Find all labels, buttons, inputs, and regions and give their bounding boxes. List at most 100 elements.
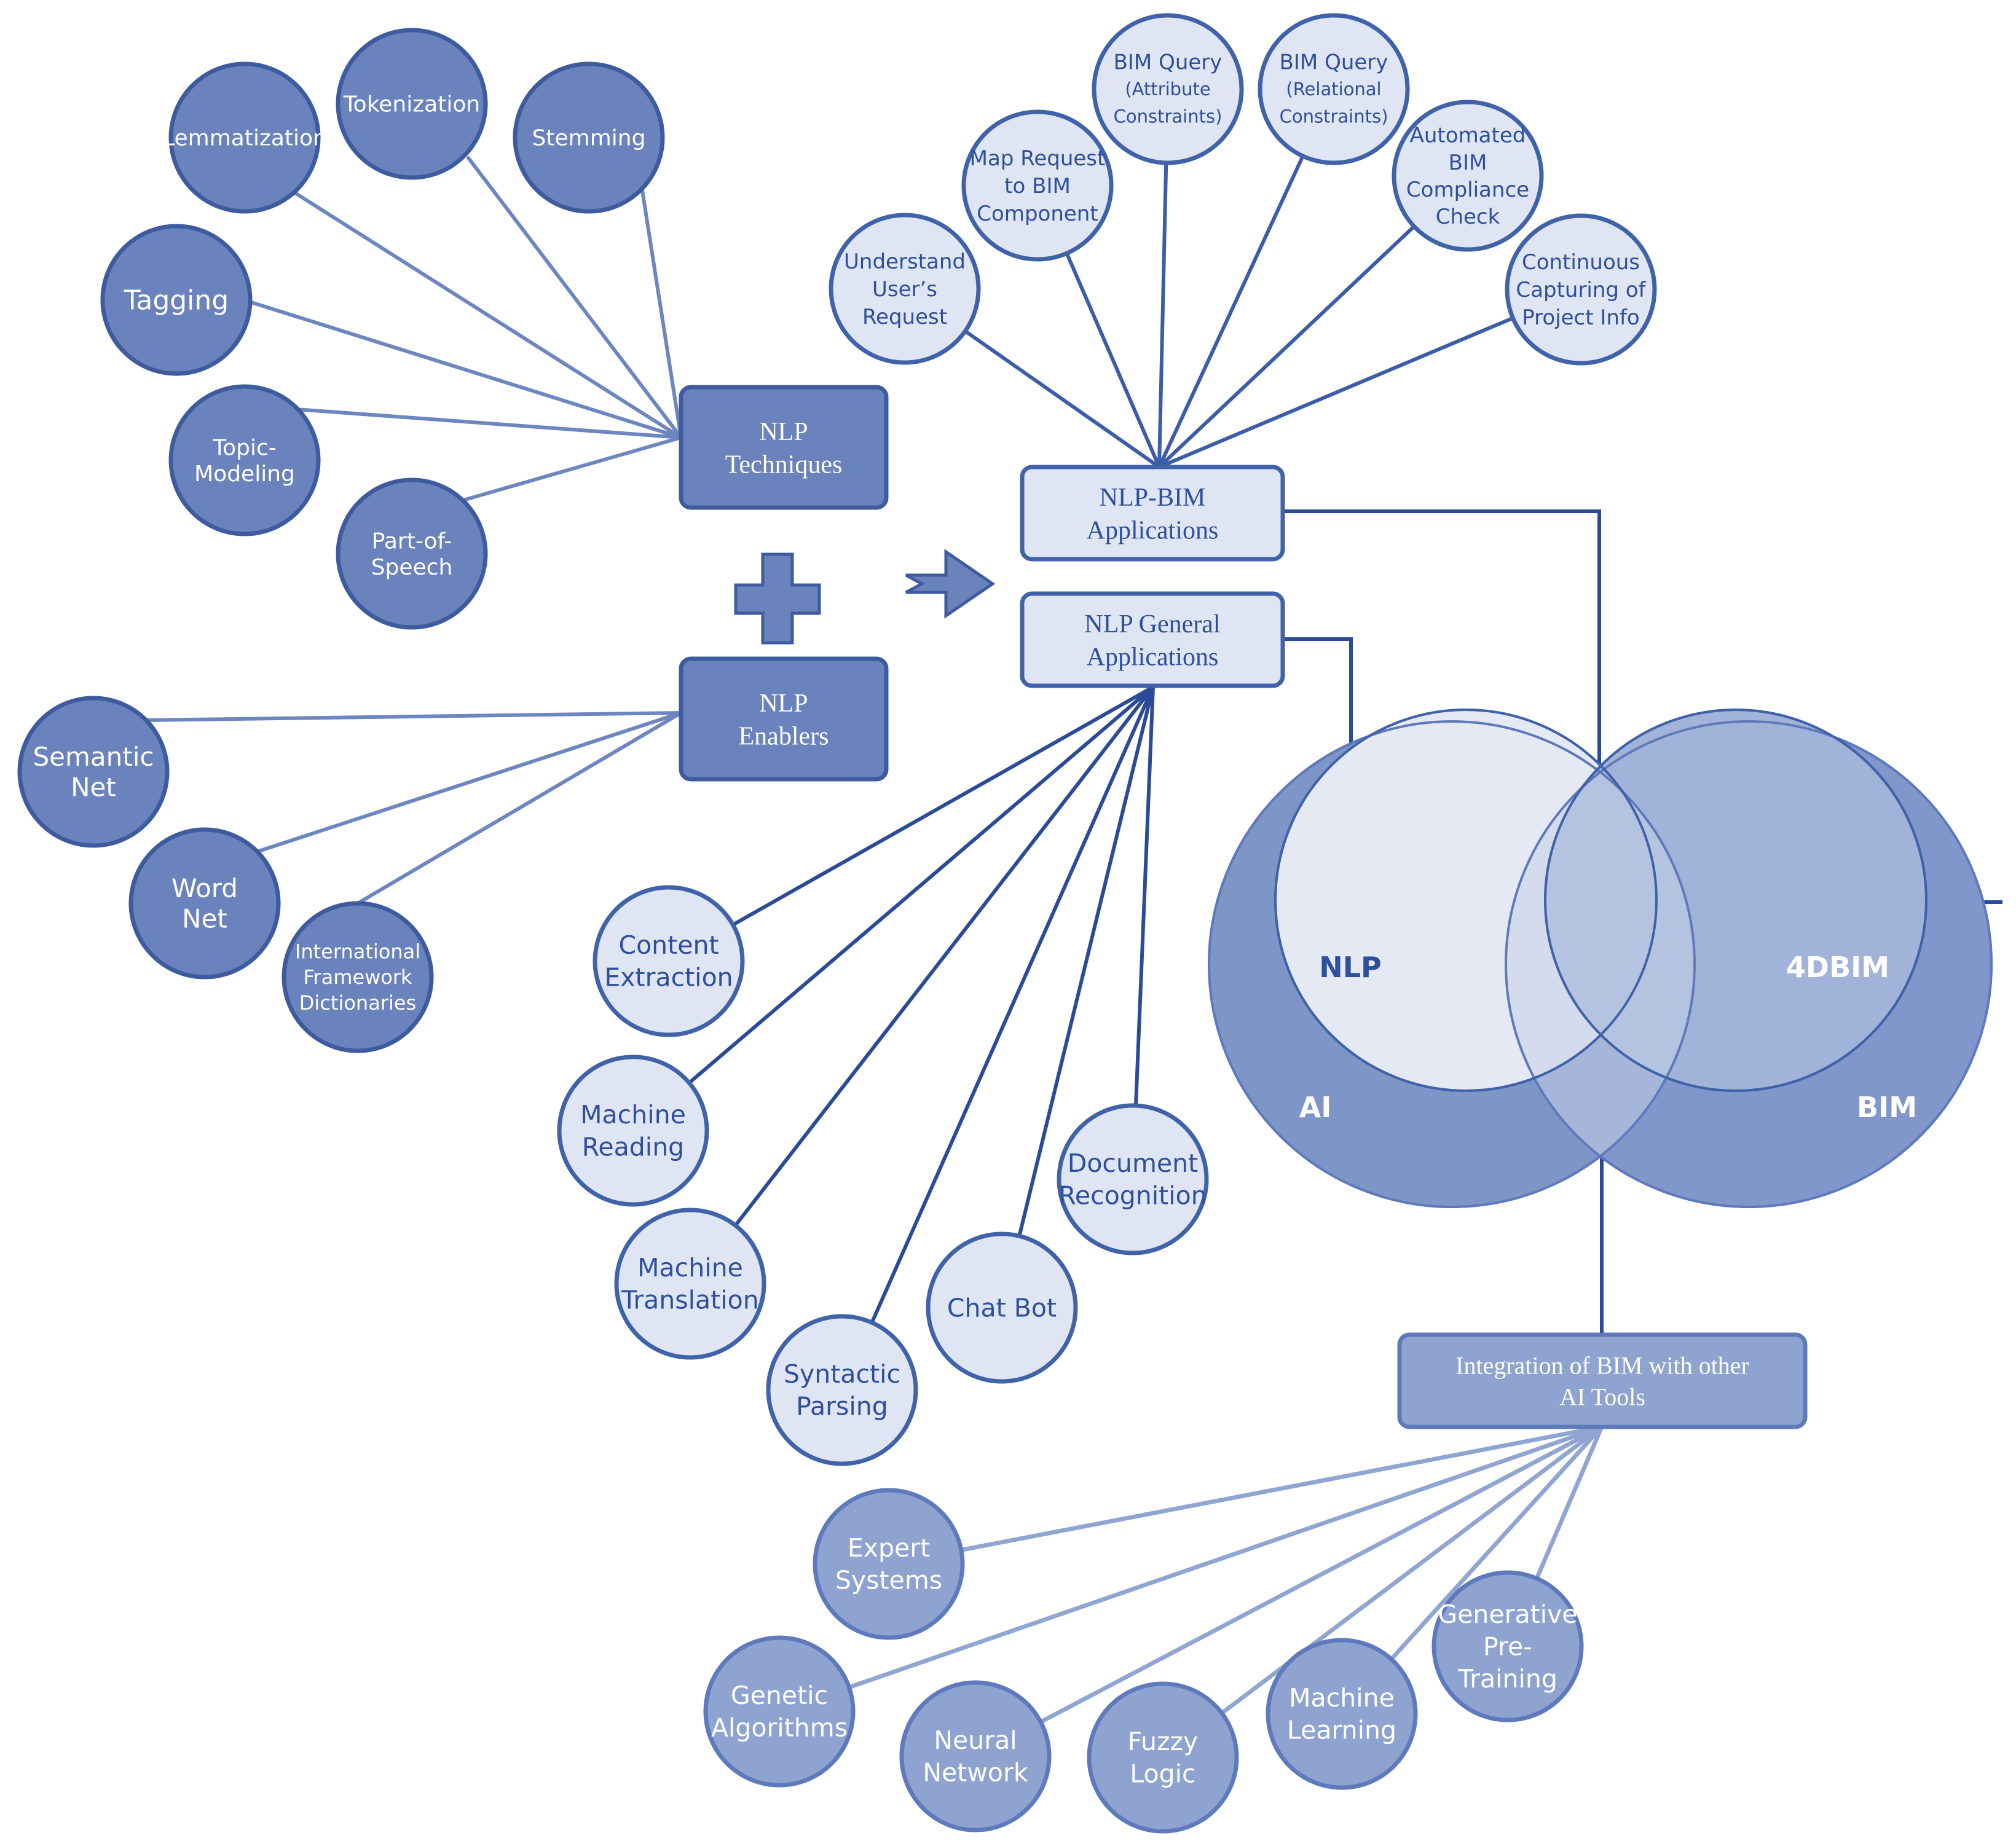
operator-symbols [734, 549, 996, 645]
node-topic-modeling-circle [168, 384, 321, 536]
node-part-of-speech-line-1: Part-of- [372, 528, 452, 554]
node-document-recognition-line-2: Recognition [1058, 1181, 1207, 1211]
node-lemmatization-line-1: Lemmatization [162, 126, 327, 151]
node-tagging: Tagging [100, 224, 253, 376]
node-fuzzy-logic-line-1: Fuzzy [1128, 1727, 1199, 1756]
node-automated-bim-compliance-check-line-4: Check [1436, 205, 1500, 229]
node-continuous-capturing-of-project-info-circle [1505, 213, 1657, 366]
node-international-framework-dictionaries-line-3: Dictionaries [299, 991, 416, 1015]
node-international-framework-dictionaries-circle [282, 901, 434, 1053]
node-machine-translation-line-2: Translation [621, 1286, 758, 1315]
node-bim-query-attribute-constraints-line-3: Constraints) [1114, 106, 1223, 127]
node-expert-systems-line-1: Expert [848, 1533, 930, 1563]
line-enablers-0 [146, 711, 683, 722]
node-tokenization-circle [336, 28, 488, 180]
line-enablers-1 [255, 711, 683, 854]
node-understand-user-s-request-line-3: Request [862, 305, 947, 329]
node-topic-modeling-line-2: Modeling [194, 462, 295, 487]
box-nlp-general-applications-rect [1020, 591, 1285, 688]
node-tagging-circle [100, 224, 253, 376]
venn-label-ai: AI [1299, 1091, 1332, 1124]
node-understand-user-s-request-line-2: User’s [872, 277, 937, 302]
node-lemmatization-circle [168, 61, 321, 214]
box-integration-of-bim-with-other-ai-tools-line-2: AI Tools [1559, 1383, 1645, 1411]
line-techniques-1 [467, 156, 683, 439]
box-nlp-general-applications-line-2: Applications [1087, 643, 1219, 672]
line-bim-apps-1 [1065, 251, 1161, 469]
line-bim-apps-2 [1157, 160, 1168, 469]
line-general-apps-4 [1017, 685, 1155, 1238]
node-machine-learning-circle [1266, 1638, 1418, 1790]
node-bim-query-relational-constraints-line-2: (Relational [1286, 79, 1381, 100]
line-bim-apps-4 [1157, 224, 1416, 469]
node-tokenization-line-1: Tokenization [343, 92, 480, 117]
node-machine-reading-circle [557, 1055, 709, 1207]
venn-label-bim: BIM [1857, 1091, 1917, 1124]
line-integration-2 [1038, 1424, 1604, 1724]
node-generative-pre-training-circle [1431, 1570, 1584, 1722]
box-nlp-techniques-rect [679, 385, 889, 510]
box-integration-of-bim-with-other-ai-tools-rect [1397, 1332, 1808, 1429]
venn-4dbim-outline [1544, 709, 1927, 1092]
node-map-request-to-bim-component-line-2: to BIM [1004, 174, 1071, 198]
node-syntactic-parsing-circle [766, 1314, 918, 1466]
line-bim-apps-0 [963, 329, 1161, 469]
box-nlp-bim-applications-line-1: NLP-BIM [1100, 484, 1206, 512]
node-international-framework-dictionaries-line-1: International [295, 940, 420, 964]
box-nlp-techniques-line-1: NLP [759, 418, 808, 446]
node-neural-network-line-2: Network [923, 1758, 1028, 1788]
venn-label-nlp: NLP [1319, 951, 1382, 984]
node-content-extraction-line-2: Extraction [604, 963, 733, 992]
line-techniques-4 [294, 407, 683, 439]
node-map-request-to-bim-component-circle [961, 109, 1114, 262]
node-genetic-algorithms-circle [703, 1635, 856, 1788]
line-enablers-2 [356, 711, 683, 905]
node-map-request-to-bim-component-line-1: Map Request [970, 146, 1106, 171]
node-understand-user-s-request-circle [829, 213, 981, 365]
node-semantic-net-circle [17, 696, 170, 848]
line-techniques-0 [291, 190, 683, 439]
line-general-apps-0 [731, 685, 1155, 927]
line-integration-4 [1389, 1424, 1604, 1662]
line-general-apps-1 [687, 685, 1155, 1085]
line-integration-1 [846, 1424, 1604, 1690]
node-chat-bot-circle [926, 1231, 1078, 1384]
node-fuzzy-logic-circle [1087, 1681, 1239, 1834]
plus-icon [734, 552, 821, 645]
box-nlp-general-applications-line-1: NLP General [1084, 610, 1220, 638]
node-semantic-net-line-1: Semantic [33, 742, 154, 772]
node-generative-pre-training-line-1: Generative [1438, 1600, 1577, 1629]
node-generative-pre-training-line-2: Pre- [1483, 1632, 1532, 1661]
box-integration-of-bim-with-other-ai-tools-line-1: Integration of BIM with other [1455, 1351, 1749, 1379]
node-bim-query-relational-constraints-circle [1258, 13, 1410, 165]
node-neural-network-circle [899, 1680, 1052, 1832]
node-stemming-circle [513, 61, 665, 214]
venn-ai-outline [1208, 720, 1696, 1208]
node-automated-bim-compliance-check-line-2: BIM [1449, 151, 1487, 175]
node-bim-query-attribute-constraints-circle [1092, 13, 1244, 165]
line-techniques-5 [463, 436, 683, 501]
arrow-right-icon [905, 549, 996, 619]
node-automated-bim-compliance-check-line-1: Automated [1410, 124, 1526, 148]
box-nlp-bim-applications-rect [1020, 465, 1285, 562]
box-nlp-enablers-line-1: NLP [759, 689, 808, 718]
node-syntactic-parsing-line-2: Parsing [796, 1392, 888, 1421]
node-machine-reading-line-1: Machine [580, 1100, 686, 1129]
node-generative-pre-training-line-3: Training [1457, 1664, 1557, 1694]
diagram-nodes: LemmatizationTokenizationStemmingTagging… [17, 13, 1808, 1834]
node-machine-translation-circle [614, 1208, 766, 1360]
